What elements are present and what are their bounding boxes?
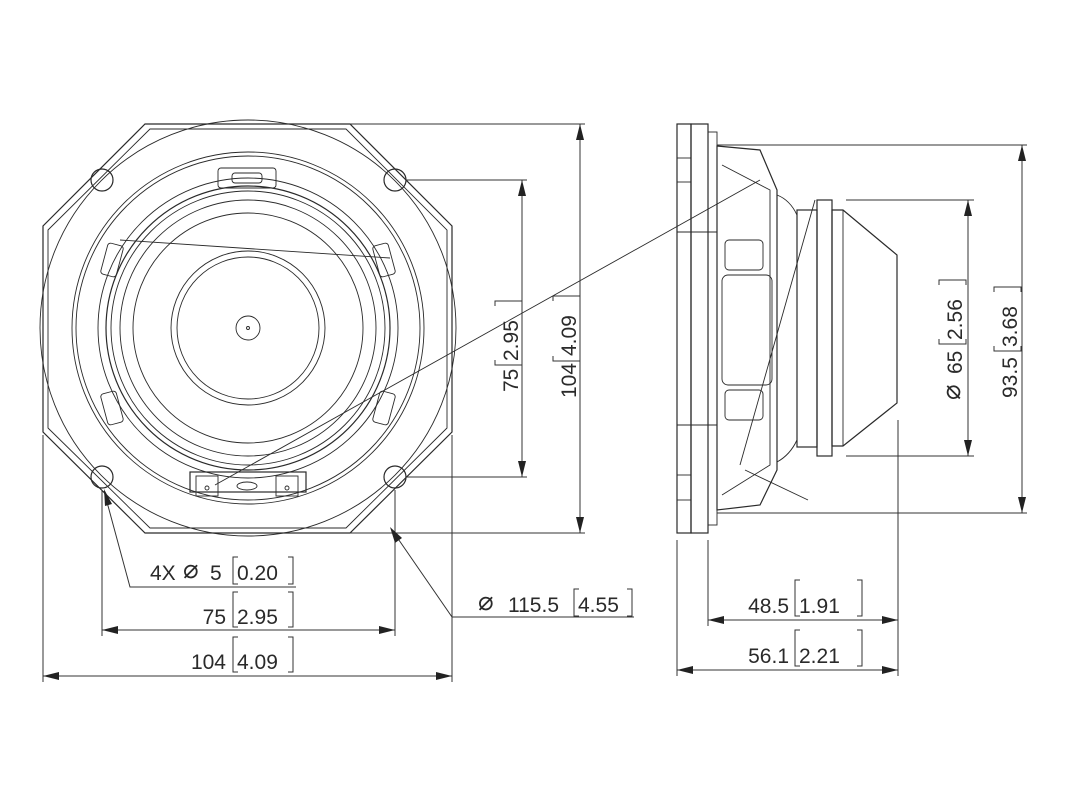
diameter-symbol: ⌀ xyxy=(478,586,494,616)
magnet-diameter-mm: 65 xyxy=(944,351,967,374)
terminal-right xyxy=(275,475,299,497)
outer-diameter-circle xyxy=(39,119,457,537)
terminal-hole-right xyxy=(284,485,290,491)
lead-wire xyxy=(744,469,809,501)
frame-height-mm: 104 xyxy=(558,363,581,398)
projection-line xyxy=(214,179,761,486)
mounting-depth-mm: 48.5 xyxy=(748,595,789,618)
basket-tab-top xyxy=(217,167,277,189)
frame-inner-outline xyxy=(47,128,448,529)
cone-edge xyxy=(119,199,377,457)
basket-ring xyxy=(97,177,399,479)
cone-inner xyxy=(132,212,364,444)
frame-width-mm: 104 xyxy=(191,651,226,674)
front-dimensions: 4X ⌀ 5 0.20 75 2.95 104 4.09 ⌀ 115.5 4.5… xyxy=(42,123,634,682)
mounting-hole-bottom-right xyxy=(383,465,407,489)
side-dimensions: 48.5 1.91 56.1 2.21 ⌀ 65 2.56 93.5 3.68 xyxy=(676,144,1027,676)
basket-diameter-label: 93.5 3.68 xyxy=(993,286,1022,398)
front-gasket xyxy=(676,123,692,534)
dust-cap-outer xyxy=(170,250,326,406)
lead-wire-line xyxy=(119,239,391,259)
hole-spacing-horizontal-label: 75 2.95 xyxy=(203,591,294,629)
basket-diameter-mm: 93.5 xyxy=(999,357,1022,398)
surround-outer-2 xyxy=(75,155,421,501)
mounting-flange xyxy=(690,123,709,534)
outer-diameter-mm: 115.5 xyxy=(508,594,559,617)
mounting-hole-top-right xyxy=(383,168,407,192)
projection-line-side xyxy=(739,199,816,466)
hole-diameter-inch: 0.20 xyxy=(237,562,278,585)
hole-spacing-vertical-label: 75 2.95 xyxy=(494,300,523,392)
basket-window-top xyxy=(231,172,263,184)
terminal-block xyxy=(189,471,307,497)
front-view xyxy=(39,119,761,537)
terminal-left xyxy=(195,475,219,497)
outer-diameter-label: ⌀ 115.5 4.55 xyxy=(478,586,633,617)
magnet-diameter-inch: 2.56 xyxy=(944,299,967,340)
frame-height-label: 104 4.09 xyxy=(552,295,581,398)
basket-rear xyxy=(776,194,798,463)
basket-window-left-lower xyxy=(100,390,124,426)
frame-width-label: 104 4.09 xyxy=(191,636,294,674)
outer-diameter-leader xyxy=(391,529,634,618)
hole-spacing-vertical-mm: 75 xyxy=(500,369,523,392)
overall-depth-label: 56.1 2.21 xyxy=(748,629,863,668)
magnet-diameter-label: ⌀ 65 2.56 xyxy=(936,279,967,400)
flange-step xyxy=(707,131,718,526)
hole-callout-label: 4X ⌀ 5 0.20 xyxy=(150,554,294,585)
frame-width-inch: 4.09 xyxy=(237,651,278,674)
terminal-screw xyxy=(236,481,258,491)
basket xyxy=(716,145,778,511)
hole-spacing-mm: 75 xyxy=(203,606,226,629)
diameter-symbol: ⌀ xyxy=(183,554,199,584)
surround-outer xyxy=(71,151,425,505)
hole-spacing-vertical-inch: 2.95 xyxy=(500,320,523,361)
magnet-cover xyxy=(831,209,898,447)
center-pole xyxy=(235,315,261,341)
diameter-symbol: ⌀ xyxy=(936,384,966,400)
magnet-ring xyxy=(816,199,833,457)
basket-window-right-upper xyxy=(372,242,396,278)
mounting-hole-bottom-left xyxy=(90,465,114,489)
basket-diameter-inch: 3.68 xyxy=(999,306,1022,347)
side-view xyxy=(676,123,898,534)
surround-inner xyxy=(110,190,386,466)
hole-count: 4X xyxy=(150,562,176,585)
terminal-plate xyxy=(189,471,307,493)
basket-window-left-upper xyxy=(100,242,124,278)
mounting-hole-top-left xyxy=(90,168,114,192)
hole-callout-leader xyxy=(103,490,296,588)
basket-window-upper xyxy=(724,239,764,271)
overall-depth-inch: 2.21 xyxy=(799,645,840,668)
dust-cap xyxy=(176,256,320,400)
hole-spacing-inch: 2.95 xyxy=(237,606,278,629)
basket-window-right-lower xyxy=(372,390,396,426)
outer-diameter-inch: 4.55 xyxy=(578,594,619,617)
mounting-depth-inch: 1.91 xyxy=(799,595,840,618)
frame-height-inch: 4.09 xyxy=(558,315,581,356)
basket-ring-2 xyxy=(105,185,391,471)
overall-depth-mm: 56.1 xyxy=(748,645,789,668)
top-plate xyxy=(796,209,818,448)
basket-window-lower xyxy=(724,389,764,421)
center-point xyxy=(246,326,250,330)
hole-diameter-mm: 5 xyxy=(210,562,222,585)
basket-window-middle xyxy=(721,274,773,386)
basket-inner xyxy=(721,164,771,496)
mounting-depth-label: 48.5 1.91 xyxy=(748,579,863,618)
terminal-hole-left xyxy=(204,485,210,491)
